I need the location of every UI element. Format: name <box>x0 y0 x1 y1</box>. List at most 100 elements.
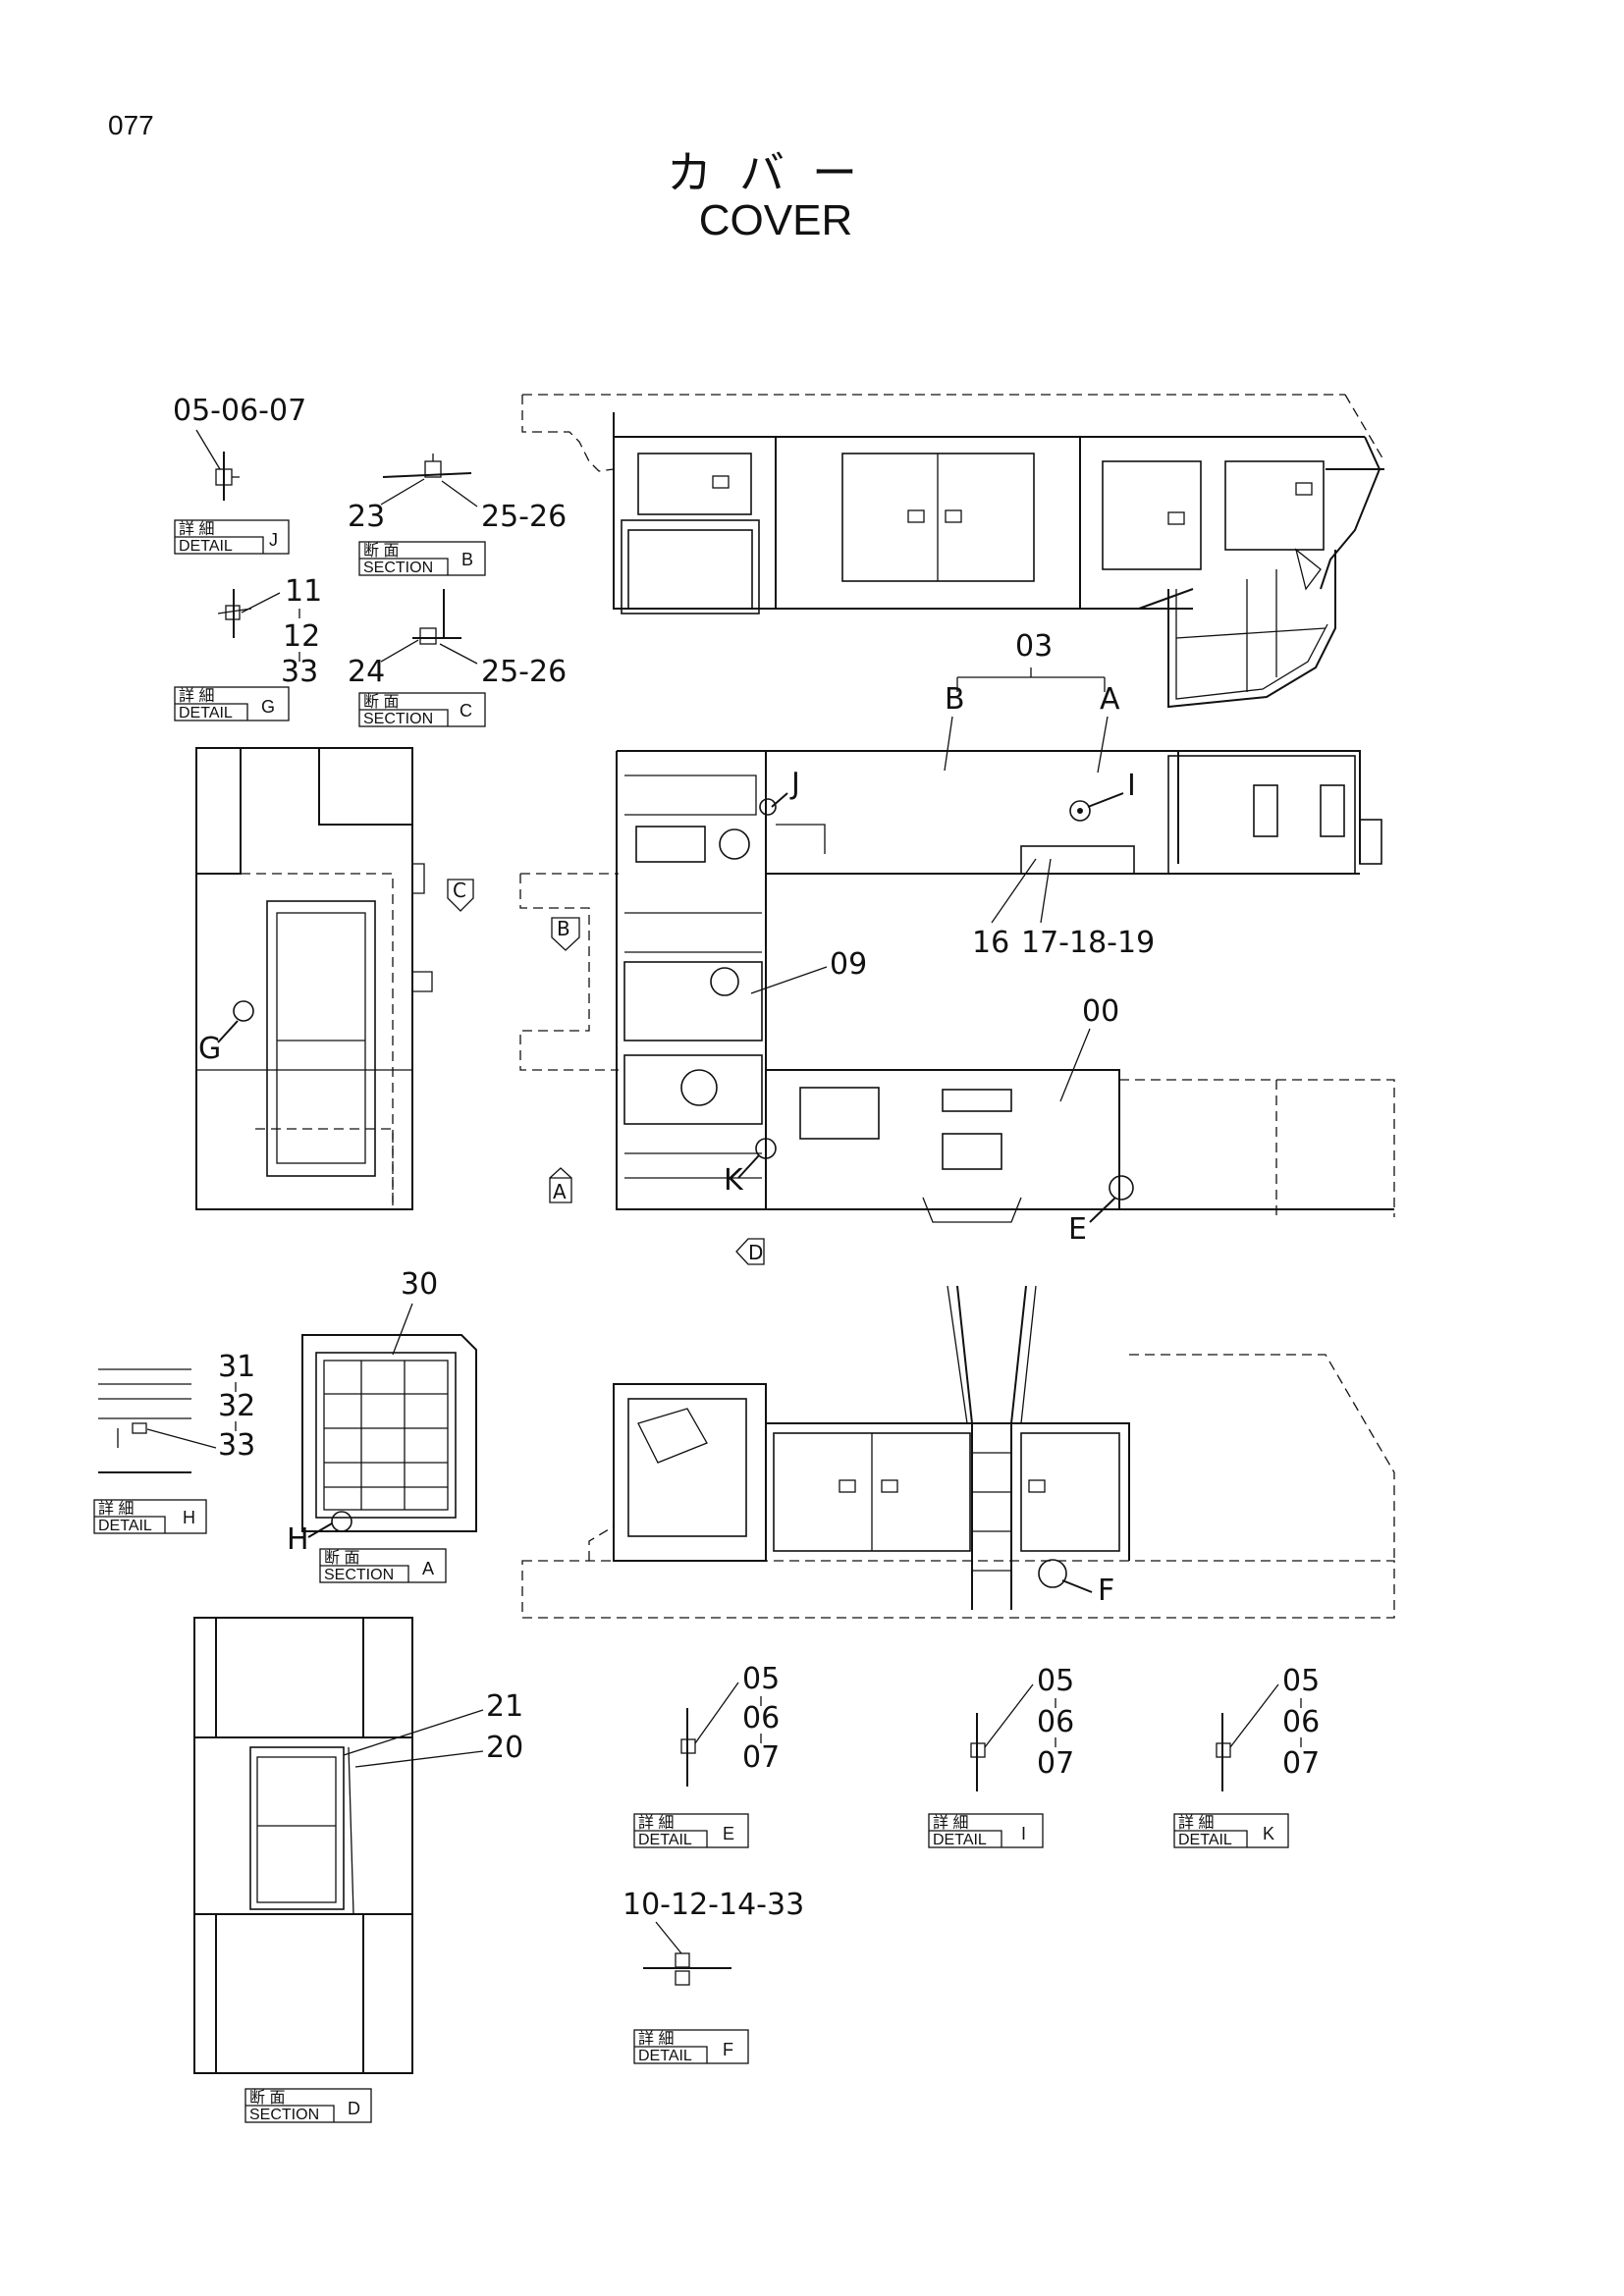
callout-e: E <box>1068 1212 1087 1247</box>
svg-text:DETAIL: DETAIL <box>933 1832 987 1848</box>
tag-detail-k: 詳 細 DETAIL K <box>1173 1813 1289 1848</box>
callout-j: J <box>789 767 800 801</box>
svg-text:K: K <box>1263 1824 1274 1843</box>
detail-f-drawing <box>643 1952 731 1986</box>
svg-text:DETAIL: DETAIL <box>179 705 233 721</box>
svg-text:SECTION: SECTION <box>363 711 433 727</box>
callout-i: I <box>1127 769 1136 803</box>
tag-detail-f: 詳 細 DETAIL F <box>633 2029 749 2064</box>
label-05-i: 05 <box>1037 1664 1074 1698</box>
svg-text:DETAIL: DETAIL <box>638 2048 692 2064</box>
label-05-06-07-j: 05-06-07 <box>173 394 306 428</box>
page-number: 077 <box>108 110 154 140</box>
label-07-i: 07 <box>1037 1746 1074 1781</box>
tag-detail-g: 詳 細 DETAIL G <box>174 686 290 721</box>
label-07-k: 07 <box>1282 1746 1320 1781</box>
callout-k: K <box>724 1163 744 1198</box>
svg-text:E: E <box>723 1824 734 1843</box>
label-30: 30 <box>401 1267 438 1302</box>
svg-text:断 面: 断 面 <box>363 693 399 711</box>
label-03: 03 <box>1015 629 1053 664</box>
svg-text:詳 細: 詳 細 <box>1178 1814 1214 1832</box>
detail-j-drawing <box>215 452 240 501</box>
label-09: 09 <box>830 947 867 982</box>
label-16: 16 <box>972 926 1009 960</box>
label-20: 20 <box>486 1731 523 1765</box>
bottom-elevation-view <box>521 1285 1395 1619</box>
callout-g: G <box>198 1032 221 1066</box>
tag-detail-i: 詳 細 DETAIL I <box>928 1813 1044 1848</box>
title-japanese: カバー <box>667 147 885 198</box>
label-23: 23 <box>348 500 385 534</box>
callout-h: H <box>287 1522 309 1557</box>
detail-h-drawing <box>98 1368 191 1473</box>
svg-text:I: I <box>1021 1824 1026 1843</box>
label-06-e: 06 <box>742 1701 780 1735</box>
label-31: 31 <box>218 1350 255 1384</box>
svg-text:詳 細: 詳 細 <box>98 1500 134 1518</box>
middle-plan-view <box>519 750 1395 1223</box>
svg-text:B: B <box>461 550 473 569</box>
svg-text:DETAIL: DETAIL <box>179 538 233 555</box>
title-english: COVER <box>698 196 853 244</box>
detail-g-drawing <box>217 589 252 638</box>
tag-detail-j: 詳 細 DETAIL J <box>174 519 290 555</box>
label-07-e: 07 <box>742 1740 780 1775</box>
svg-text:断 面: 断 面 <box>249 2089 285 2107</box>
svg-text:DETAIL: DETAIL <box>1178 1832 1232 1848</box>
tag-section-d: 断 面 SECTION D <box>244 2088 372 2123</box>
callout-a: A <box>1100 682 1120 717</box>
svg-text:J: J <box>269 530 278 550</box>
svg-text:詳 細: 詳 細 <box>638 2030 674 2048</box>
section-a-drawing <box>301 1334 477 1532</box>
view-marker-c: C <box>453 879 466 902</box>
label-06-i: 06 <box>1037 1705 1074 1739</box>
tag-detail-h: 詳 細 DETAIL H <box>93 1499 207 1534</box>
label-32: 32 <box>218 1389 255 1423</box>
tag-section-c: 断 面 SECTION C <box>358 692 486 727</box>
label-33-g: 33 <box>281 655 318 689</box>
callout-b: B <box>945 682 965 717</box>
section-d-drawing <box>193 1617 413 2074</box>
top-elevation-view <box>521 394 1385 709</box>
svg-text:A: A <box>422 1559 434 1578</box>
svg-text:詳 細: 詳 細 <box>179 520 214 538</box>
svg-text:SECTION: SECTION <box>363 560 433 576</box>
svg-text:SECTION: SECTION <box>249 2107 319 2123</box>
svg-text:H: H <box>183 1508 195 1527</box>
label-17-18-19: 17-18-19 <box>1021 926 1155 960</box>
callout-f: F <box>1098 1574 1114 1608</box>
label-10-12-14-33: 10-12-14-33 <box>623 1888 804 1922</box>
label-12: 12 <box>283 619 320 654</box>
detail-k-drawing <box>1216 1713 1231 1791</box>
svg-text:DETAIL: DETAIL <box>638 1832 692 1848</box>
label-21: 21 <box>486 1689 523 1724</box>
tag-section-b: 断 面 SECTION B <box>358 541 486 576</box>
label-05-e: 05 <box>742 1662 780 1696</box>
label-11: 11 <box>285 574 322 609</box>
svg-text:詳 細: 詳 細 <box>933 1814 968 1832</box>
label-25-26-b: 25-26 <box>481 500 567 534</box>
svg-text:断 面: 断 面 <box>324 1549 359 1567</box>
section-c-drawing <box>412 589 461 645</box>
svg-text:G: G <box>261 697 275 717</box>
tag-section-a: 断 面 SECTION A <box>319 1548 447 1583</box>
label-24: 24 <box>348 655 385 689</box>
svg-text:DETAIL: DETAIL <box>98 1518 152 1534</box>
tag-detail-e: 詳 細 DETAIL E <box>633 1813 749 1848</box>
left-side-view <box>195 747 433 1210</box>
view-marker-b: B <box>557 917 570 940</box>
svg-text:断 面: 断 面 <box>363 542 399 560</box>
view-marker-a: A <box>553 1180 567 1203</box>
label-00: 00 <box>1082 994 1119 1029</box>
detail-e-drawing <box>680 1708 696 1787</box>
label-05-k: 05 <box>1282 1664 1320 1698</box>
svg-text:詳 細: 詳 細 <box>179 687 214 705</box>
svg-text:D: D <box>348 2099 360 2118</box>
label-25-26-c: 25-26 <box>481 655 567 689</box>
detail-i-drawing <box>970 1713 986 1791</box>
svg-text:詳 細: 詳 細 <box>638 1814 674 1832</box>
view-marker-d: D <box>748 1241 763 1264</box>
svg-text:F: F <box>723 2040 733 2059</box>
